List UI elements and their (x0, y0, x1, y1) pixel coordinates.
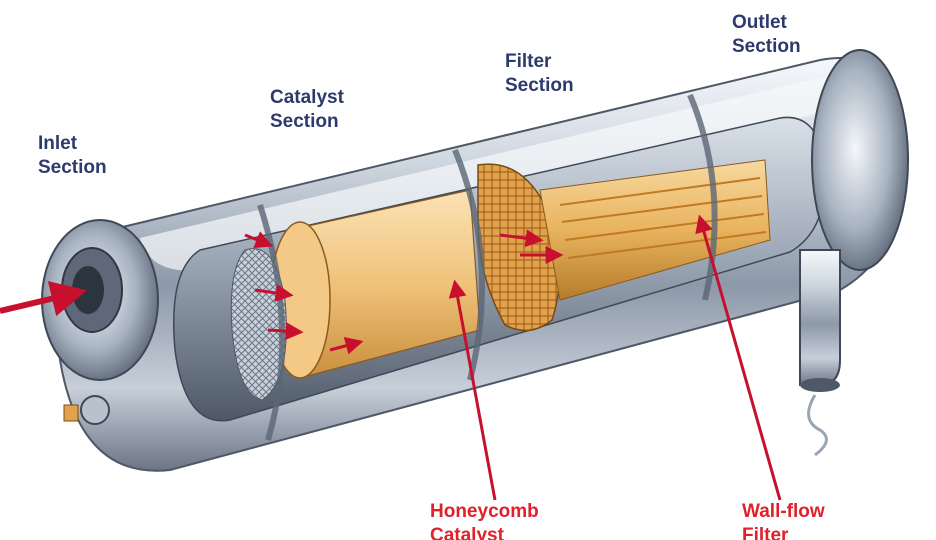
sensor-boss (81, 396, 109, 424)
outlet-label-line1: Outlet (732, 11, 801, 35)
sensor-plug (64, 405, 78, 421)
filter-section-label: Filter Section (505, 50, 574, 98)
honeycomb-catalyst-label: Honeycomb Catalyst (430, 500, 539, 540)
outlet-pipe-mouth (800, 378, 840, 392)
outlet-end-cap (812, 50, 908, 270)
inlet-section-label: Inlet Section (38, 132, 107, 180)
outlet-gas-wisp (809, 395, 827, 455)
inlet-label-line1: Inlet (38, 132, 107, 156)
outlet-section-label: Outlet Section (732, 11, 801, 59)
wallflow-label-line2: Filter (742, 524, 825, 540)
outlet-pipe (800, 250, 840, 385)
catalyst-label-line1: Catalyst (270, 86, 344, 110)
outlet-label-line2: Section (732, 35, 801, 59)
honeycomb-label-line1: Honeycomb (430, 500, 539, 524)
honeycomb-label-line2: Catalyst (430, 524, 539, 540)
wallflow-label-line1: Wall-flow (742, 500, 825, 524)
filter-label-line1: Filter (505, 50, 574, 74)
catalyst-section-label: Catalyst Section (270, 86, 344, 134)
filter-label-line2: Section (505, 74, 574, 98)
inlet-label-line2: Section (38, 156, 107, 180)
wall-flow-filter-label: Wall-flow Filter (742, 500, 825, 540)
catalyst-label-line2: Section (270, 110, 344, 134)
